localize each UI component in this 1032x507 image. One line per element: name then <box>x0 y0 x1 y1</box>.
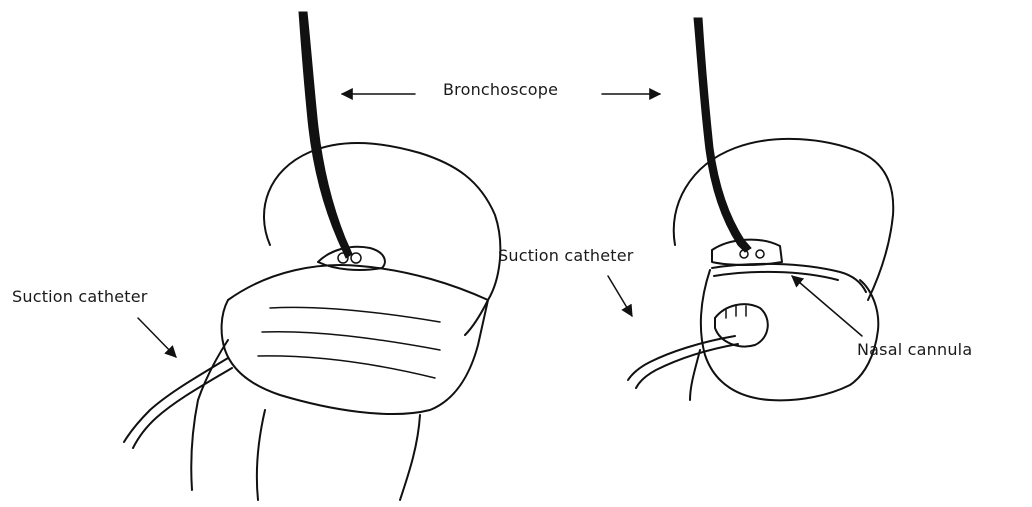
right-bronchoscope-tube <box>694 18 751 252</box>
nasal-cannula-label: Nasal cannula <box>857 340 972 359</box>
right-nasal-cannula-band-b <box>714 272 838 280</box>
right-face-outline <box>701 270 878 400</box>
left-mask-pleat-3 <box>258 356 435 378</box>
left-mask-pleat-2 <box>262 332 440 350</box>
left-mouthpiece-port-2 <box>351 253 361 263</box>
right-mouthpiece-port-2 <box>756 250 764 258</box>
right-head-outline <box>674 139 894 300</box>
left-bronchoscope-tube <box>299 12 352 258</box>
left-mask-pleat-1 <box>270 307 440 322</box>
left-suction-tube-a <box>124 358 228 442</box>
left-head-outline <box>264 143 500 335</box>
left-neck-left <box>257 410 265 500</box>
suction-catheter-label-left: Suction catheter <box>12 287 148 306</box>
right-neck-line <box>690 350 700 400</box>
left-neck-right <box>400 415 420 500</box>
left-face-mask <box>222 265 488 414</box>
right-patient-illustration <box>628 18 893 400</box>
right-nasal-cannula-band-a <box>712 264 866 292</box>
suction-right-arrow <box>608 276 632 316</box>
right-open-mouth <box>715 304 768 346</box>
suction-left-arrow <box>138 318 176 357</box>
suction-catheter-label-right: Suction catheter <box>498 246 634 265</box>
bronchoscope-label: Bronchoscope <box>443 80 558 99</box>
left-suction-tube-b <box>133 368 232 448</box>
nasal-cannula-arrow <box>792 276 862 336</box>
